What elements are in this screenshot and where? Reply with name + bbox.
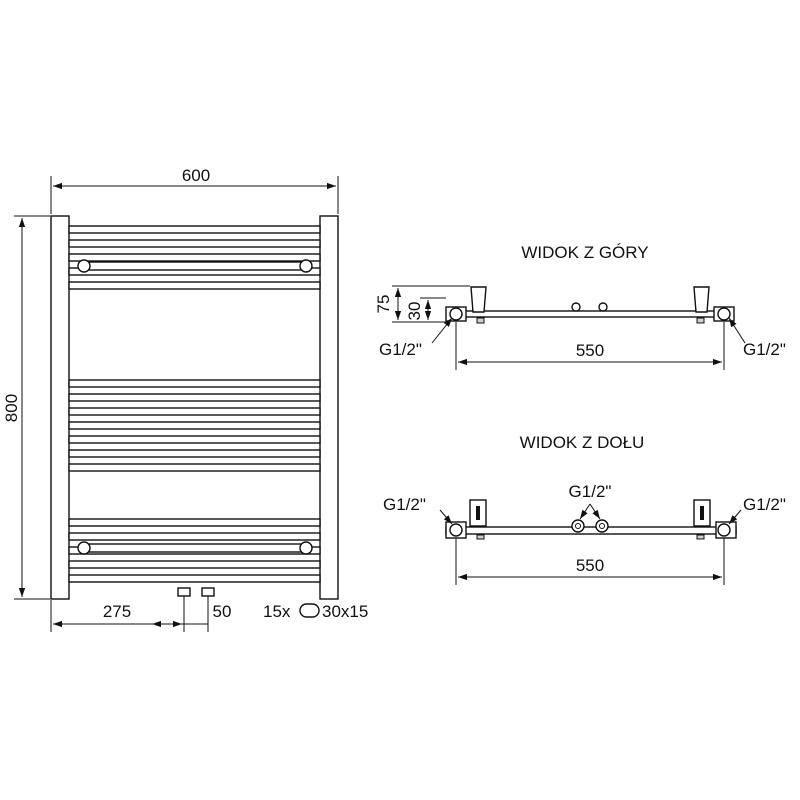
rung-7 [68, 393, 321, 402]
rung-17 [68, 574, 321, 583]
bottom-view-title: WIDOK Z DOŁU [520, 433, 645, 452]
top-connector-left [449, 307, 463, 321]
bottom-valve-right [595, 519, 609, 533]
bottom-connector-center-label: G1/2" [569, 482, 612, 501]
rung-1 [68, 225, 321, 234]
bracket-bottom-right [299, 541, 313, 555]
top-span-label: 550 [576, 341, 604, 360]
bracket-top-right [299, 259, 313, 273]
rung-8 [68, 407, 321, 416]
top-connector-left-label: G1/2" [379, 340, 422, 359]
rung-3 [68, 253, 321, 262]
rungs-group [68, 225, 321, 583]
oval-tube-symbol [299, 603, 320, 618]
bottom-connector-left-label: G1/2" [383, 495, 426, 514]
top-offset-label: 30 [405, 302, 424, 321]
height-label: 800 [2, 394, 21, 422]
spacing-label: 50 [213, 602, 232, 621]
offset-label: 275 [103, 602, 131, 621]
bar-size-label: 30x15 [322, 602, 368, 621]
bottom-connector-right [717, 523, 731, 537]
bottom-connector-right-label: G1/2" [743, 495, 786, 514]
bottom-mounting-rail [77, 541, 313, 555]
rung-13 [68, 518, 321, 527]
rung-6 [68, 379, 321, 388]
bottom-view-bar [445, 526, 737, 535]
bottom-valve-left [571, 519, 585, 533]
rung-10 [68, 435, 321, 444]
top-bracket-left [470, 286, 487, 313]
dimension-bottom: 275 50 15x 30x15 [50, 600, 368, 632]
bottom-connector-left [449, 523, 463, 537]
rung-5 [68, 281, 321, 290]
dimension-height-800: 800 [2, 215, 50, 600]
top-depth-label: 75 [374, 295, 393, 314]
left-post [50, 215, 70, 600]
rung-2 [68, 239, 321, 248]
top-view: WIDOK Z GÓRY 75 30 550 G1/2" G1 [374, 243, 786, 370]
width-label: 600 [182, 166, 210, 185]
bracket-top-left [77, 259, 91, 273]
bracket-bottom-left [77, 541, 91, 555]
top-view-title: WIDOK Z GÓRY [521, 243, 648, 262]
rung-12 [68, 463, 321, 472]
dimension-width-600: 600 [50, 166, 339, 214]
rung-9 [68, 421, 321, 430]
top-view-bar [455, 310, 725, 318]
bottom-view: WIDOK Z DOŁU G1/2" G1/2" G1/2" [383, 433, 786, 585]
top-connector-right [717, 307, 731, 321]
rung-11 [68, 449, 321, 458]
top-connector-right-label: G1/2" [743, 340, 786, 359]
bottom-connections [177, 587, 215, 632]
front-view: 600 800 275 50 15x 30x15 [2, 166, 368, 632]
rung-16 [68, 560, 321, 569]
bottom-span-label: 550 [576, 556, 604, 575]
rung-14 [68, 532, 321, 541]
top-mounting-rail [77, 259, 313, 273]
tube-size-label: 15x [263, 602, 291, 621]
right-post [319, 215, 339, 600]
top-bracket-right [693, 286, 710, 313]
